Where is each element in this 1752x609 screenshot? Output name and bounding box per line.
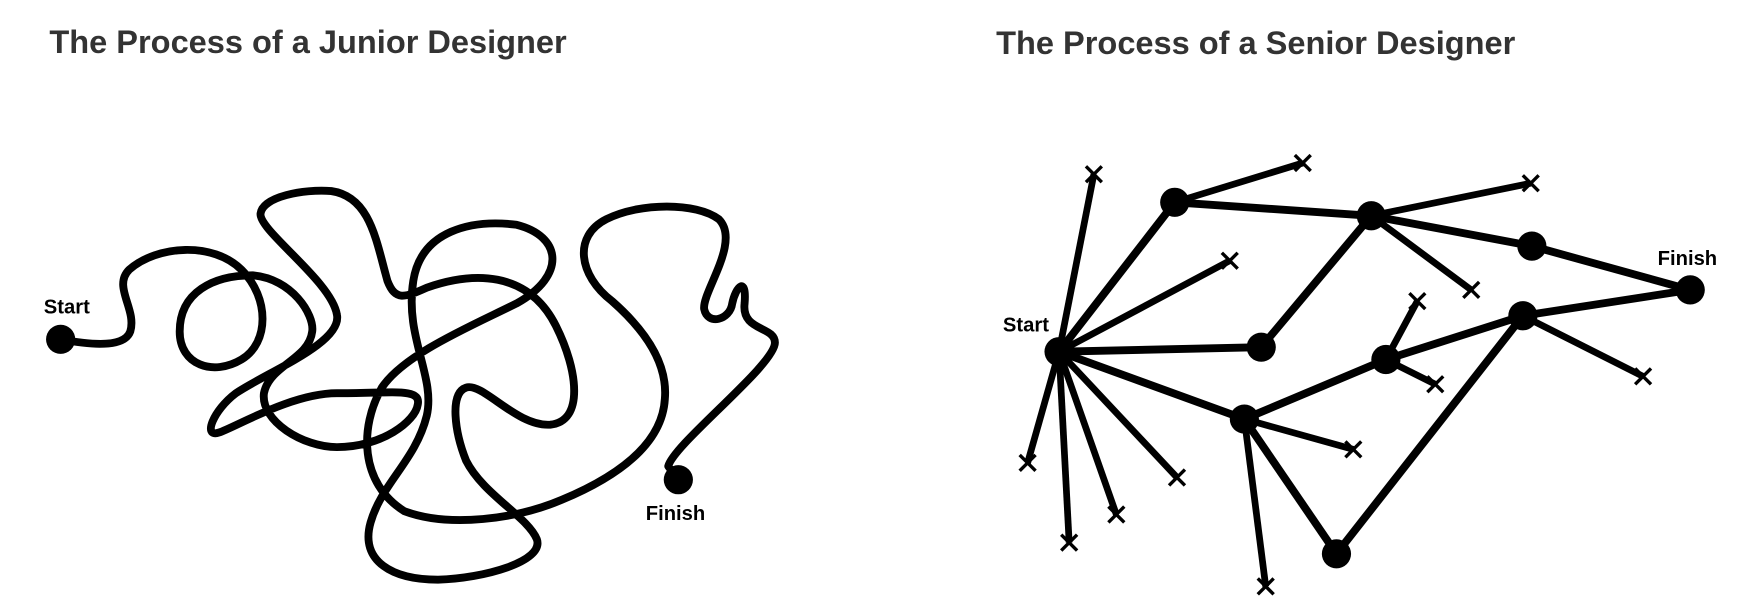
senior-node-dot <box>1517 231 1547 261</box>
x-mark-icon <box>1220 251 1239 270</box>
senior-path-edge <box>1258 213 1375 350</box>
senior-dead-end-path <box>1056 349 1180 480</box>
x-mark-icon <box>1462 280 1481 300</box>
senior-path-edge <box>1241 416 1340 557</box>
senior-node-dot <box>1246 332 1276 362</box>
x-mark-icon <box>1293 153 1312 173</box>
senior-node-dot <box>1160 187 1190 217</box>
senior-node-dot <box>1508 301 1538 331</box>
senior-dead-end-path <box>1521 312 1645 380</box>
junior-start-label: Start <box>44 296 90 318</box>
x-mark-icon <box>1408 291 1427 311</box>
x-mark-icon <box>1521 174 1540 193</box>
x-mark-icon <box>1256 577 1275 596</box>
senior-path-edge <box>1530 242 1692 294</box>
senior-path-edge <box>1522 286 1691 320</box>
senior-panel: The Process of a Senior Designer Start F… <box>996 25 1718 596</box>
x-mark-icon <box>1167 468 1187 487</box>
senior-dead-end-path <box>1055 351 1073 543</box>
senior-dead-end-path <box>1370 179 1532 220</box>
senior-dead-end-path <box>1369 213 1474 293</box>
junior-start-dot <box>46 324 76 354</box>
senior-dead-end-path <box>1057 257 1232 355</box>
senior-path-edge <box>1055 199 1178 355</box>
senior-node-dot <box>1229 404 1259 434</box>
junior-finish-dot <box>663 465 693 495</box>
senior-node-dot <box>1371 344 1401 375</box>
senior-dead-ends <box>1018 153 1653 596</box>
junior-tangled-path <box>56 186 779 584</box>
x-mark-icon <box>1018 453 1037 472</box>
senior-edges <box>1055 198 1692 557</box>
junior-finish-label: Finish <box>646 503 706 525</box>
senior-node-dot <box>1321 539 1352 569</box>
senior-dead-end-path <box>1243 415 1355 453</box>
junior-panel: The Process of a Junior Designer Start F… <box>44 24 779 584</box>
x-mark-icon <box>1633 367 1653 386</box>
senior-finish-label: Finish <box>1658 248 1718 270</box>
senior-dead-end-path <box>1024 350 1063 464</box>
senior-title: The Process of a Senior Designer <box>996 25 1515 61</box>
senior-path-edge <box>1333 313 1526 557</box>
x-mark-icon <box>1107 505 1126 524</box>
senior-path-edge <box>1174 198 1372 220</box>
x-mark-icon <box>1084 165 1104 184</box>
x-mark-icon <box>1426 375 1445 394</box>
x-mark-icon <box>1060 533 1079 552</box>
senior-path-edge <box>1058 343 1262 356</box>
senior-dead-end-path <box>1173 159 1304 206</box>
junior-title: The Process of a Junior Designer <box>49 24 567 60</box>
senior-dead-end-path <box>1055 173 1098 353</box>
senior-dead-end-path <box>1241 418 1270 587</box>
senior-start-label: Start <box>1003 314 1049 336</box>
senior-path-edge <box>1242 355 1388 423</box>
senior-path-edge <box>1370 211 1533 250</box>
senior-finish-dot <box>1675 275 1705 305</box>
senior-node-dot <box>1356 201 1386 231</box>
senior-path-edge <box>1384 311 1525 364</box>
senior-nodes <box>1044 187 1705 569</box>
senior-path-edge <box>1057 347 1246 423</box>
senior-start-dot <box>1044 337 1074 367</box>
x-mark-icon <box>1344 440 1363 459</box>
senior-dead-end-path <box>1055 350 1120 516</box>
